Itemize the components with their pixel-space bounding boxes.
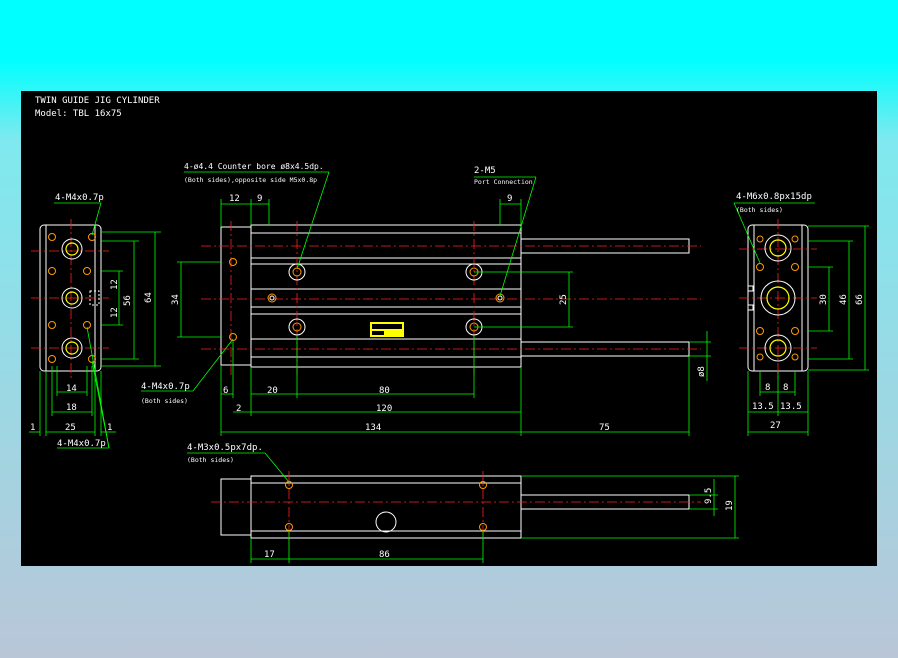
- left-end-view: [29, 202, 161, 449]
- dim-18: 18: [66, 403, 77, 413]
- dim-12b: 12: [110, 307, 120, 318]
- dim-64: 64: [144, 292, 154, 303]
- dim-30: 30: [819, 294, 829, 305]
- counterbore-subnote: (Both sides),opposite side M5x0.8p: [184, 176, 317, 184]
- dim-34: 34: [171, 294, 181, 305]
- dim-1a: 1: [30, 423, 35, 433]
- dim-2: 2: [236, 404, 241, 414]
- dim-9a: 9: [257, 194, 262, 204]
- counterbore-note: 4-ø4.4 Counter bore ø8x4.5dp.: [184, 162, 324, 171]
- dim-8b: 8: [783, 383, 788, 393]
- dim-134: 134: [365, 423, 381, 433]
- dim-13-5b: 13.5: [780, 402, 802, 412]
- dim-25-front: 25: [559, 294, 569, 305]
- dim-120: 120: [376, 404, 392, 414]
- dim-12-front: 12: [229, 194, 240, 204]
- right-holes-note: 4-M6x0.8px15dp: [736, 192, 812, 202]
- right-holes-subnote: (Both sides): [736, 206, 783, 214]
- dim-rod-diameter: ø8: [697, 366, 707, 377]
- dim-12a: 12: [110, 279, 120, 290]
- cad-drawing-canvas[interactable]: TWIN GUIDE JIG CYLINDER Model: TBL 16x75: [21, 91, 877, 566]
- dim-27: 27: [770, 421, 781, 431]
- dim-25-left: 25: [65, 423, 76, 433]
- dim-9b: 9: [507, 194, 512, 204]
- dim-80: 80: [379, 386, 390, 396]
- left-bottom-holes-note: 4-M4x0.7p: [57, 439, 106, 449]
- front-holes-subnote: (Both sides): [141, 397, 188, 405]
- dim-6: 6: [223, 386, 228, 396]
- front-holes-note: 4-M4x0.7p: [141, 382, 190, 392]
- port-note: 2-M5: [474, 166, 496, 176]
- dim-66: 66: [855, 294, 865, 305]
- dim-56: 56: [123, 295, 133, 306]
- drawing-title: TWIN GUIDE JIG CYLINDER: [35, 96, 160, 106]
- model-label: Model: TBL 16x75: [35, 109, 122, 119]
- dim-9-5: 9.5: [704, 488, 714, 504]
- left-top-holes-note: 4-M4x0.7p: [55, 193, 104, 203]
- dim-46: 46: [839, 294, 849, 305]
- port-subnote: Port Connection: [474, 178, 533, 186]
- dim-8a: 8: [765, 383, 770, 393]
- dim-19: 19: [725, 500, 735, 511]
- bottom-view: [187, 452, 739, 563]
- dim-86: 86: [379, 550, 390, 560]
- dim-75: 75: [599, 423, 610, 433]
- dim-14: 14: [66, 384, 77, 394]
- dim-13-5a: 13.5: [752, 402, 774, 412]
- cad-drawing: TWIN GUIDE JIG CYLINDER Model: TBL 16x75: [29, 96, 869, 563]
- front-view: [141, 171, 711, 436]
- bottom-holes-note: 4-M3x0.5px7dp.: [187, 443, 263, 453]
- dim-20: 20: [267, 386, 278, 396]
- dim-17: 17: [264, 550, 275, 560]
- right-end-view: [733, 202, 869, 436]
- dim-1b: 1: [107, 423, 112, 433]
- bottom-holes-subnote: (Both sides): [187, 456, 234, 464]
